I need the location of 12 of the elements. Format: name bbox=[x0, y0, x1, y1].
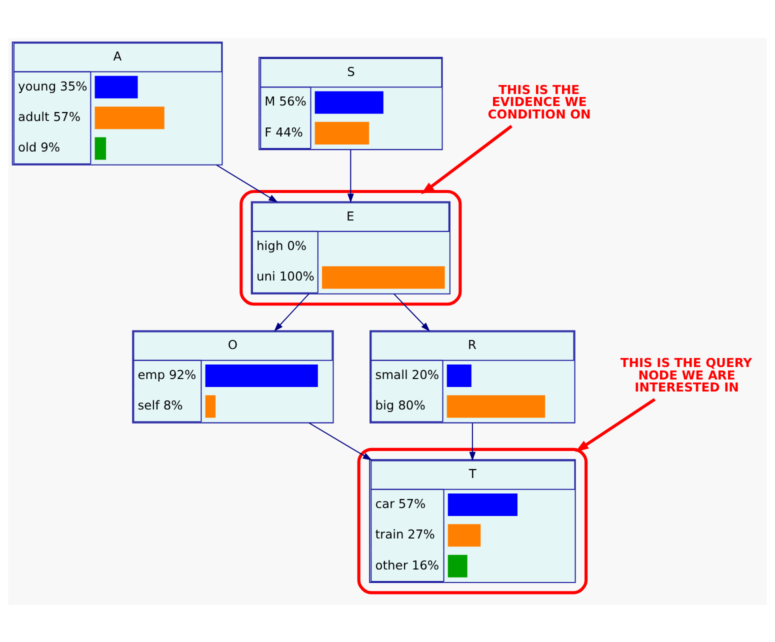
arrow bbox=[469, 422, 476, 461]
cluster bbox=[240, 189, 462, 306]
arrow bbox=[394, 293, 430, 331]
node-text: THIS IS THE EVIDENCE WE CONDITION ON bbox=[488, 82, 591, 121]
cluster bbox=[357, 447, 588, 594]
arrow bbox=[308, 422, 372, 460]
node-text: THIS IS THE QUERY NODE WE ARE INTERESTED IN bbox=[620, 356, 752, 394]
arrow bbox=[575, 398, 656, 452]
arrow bbox=[420, 124, 512, 194]
arrow bbox=[274, 293, 310, 331]
arrow bbox=[216, 164, 278, 202]
arrow bbox=[347, 149, 354, 202]
